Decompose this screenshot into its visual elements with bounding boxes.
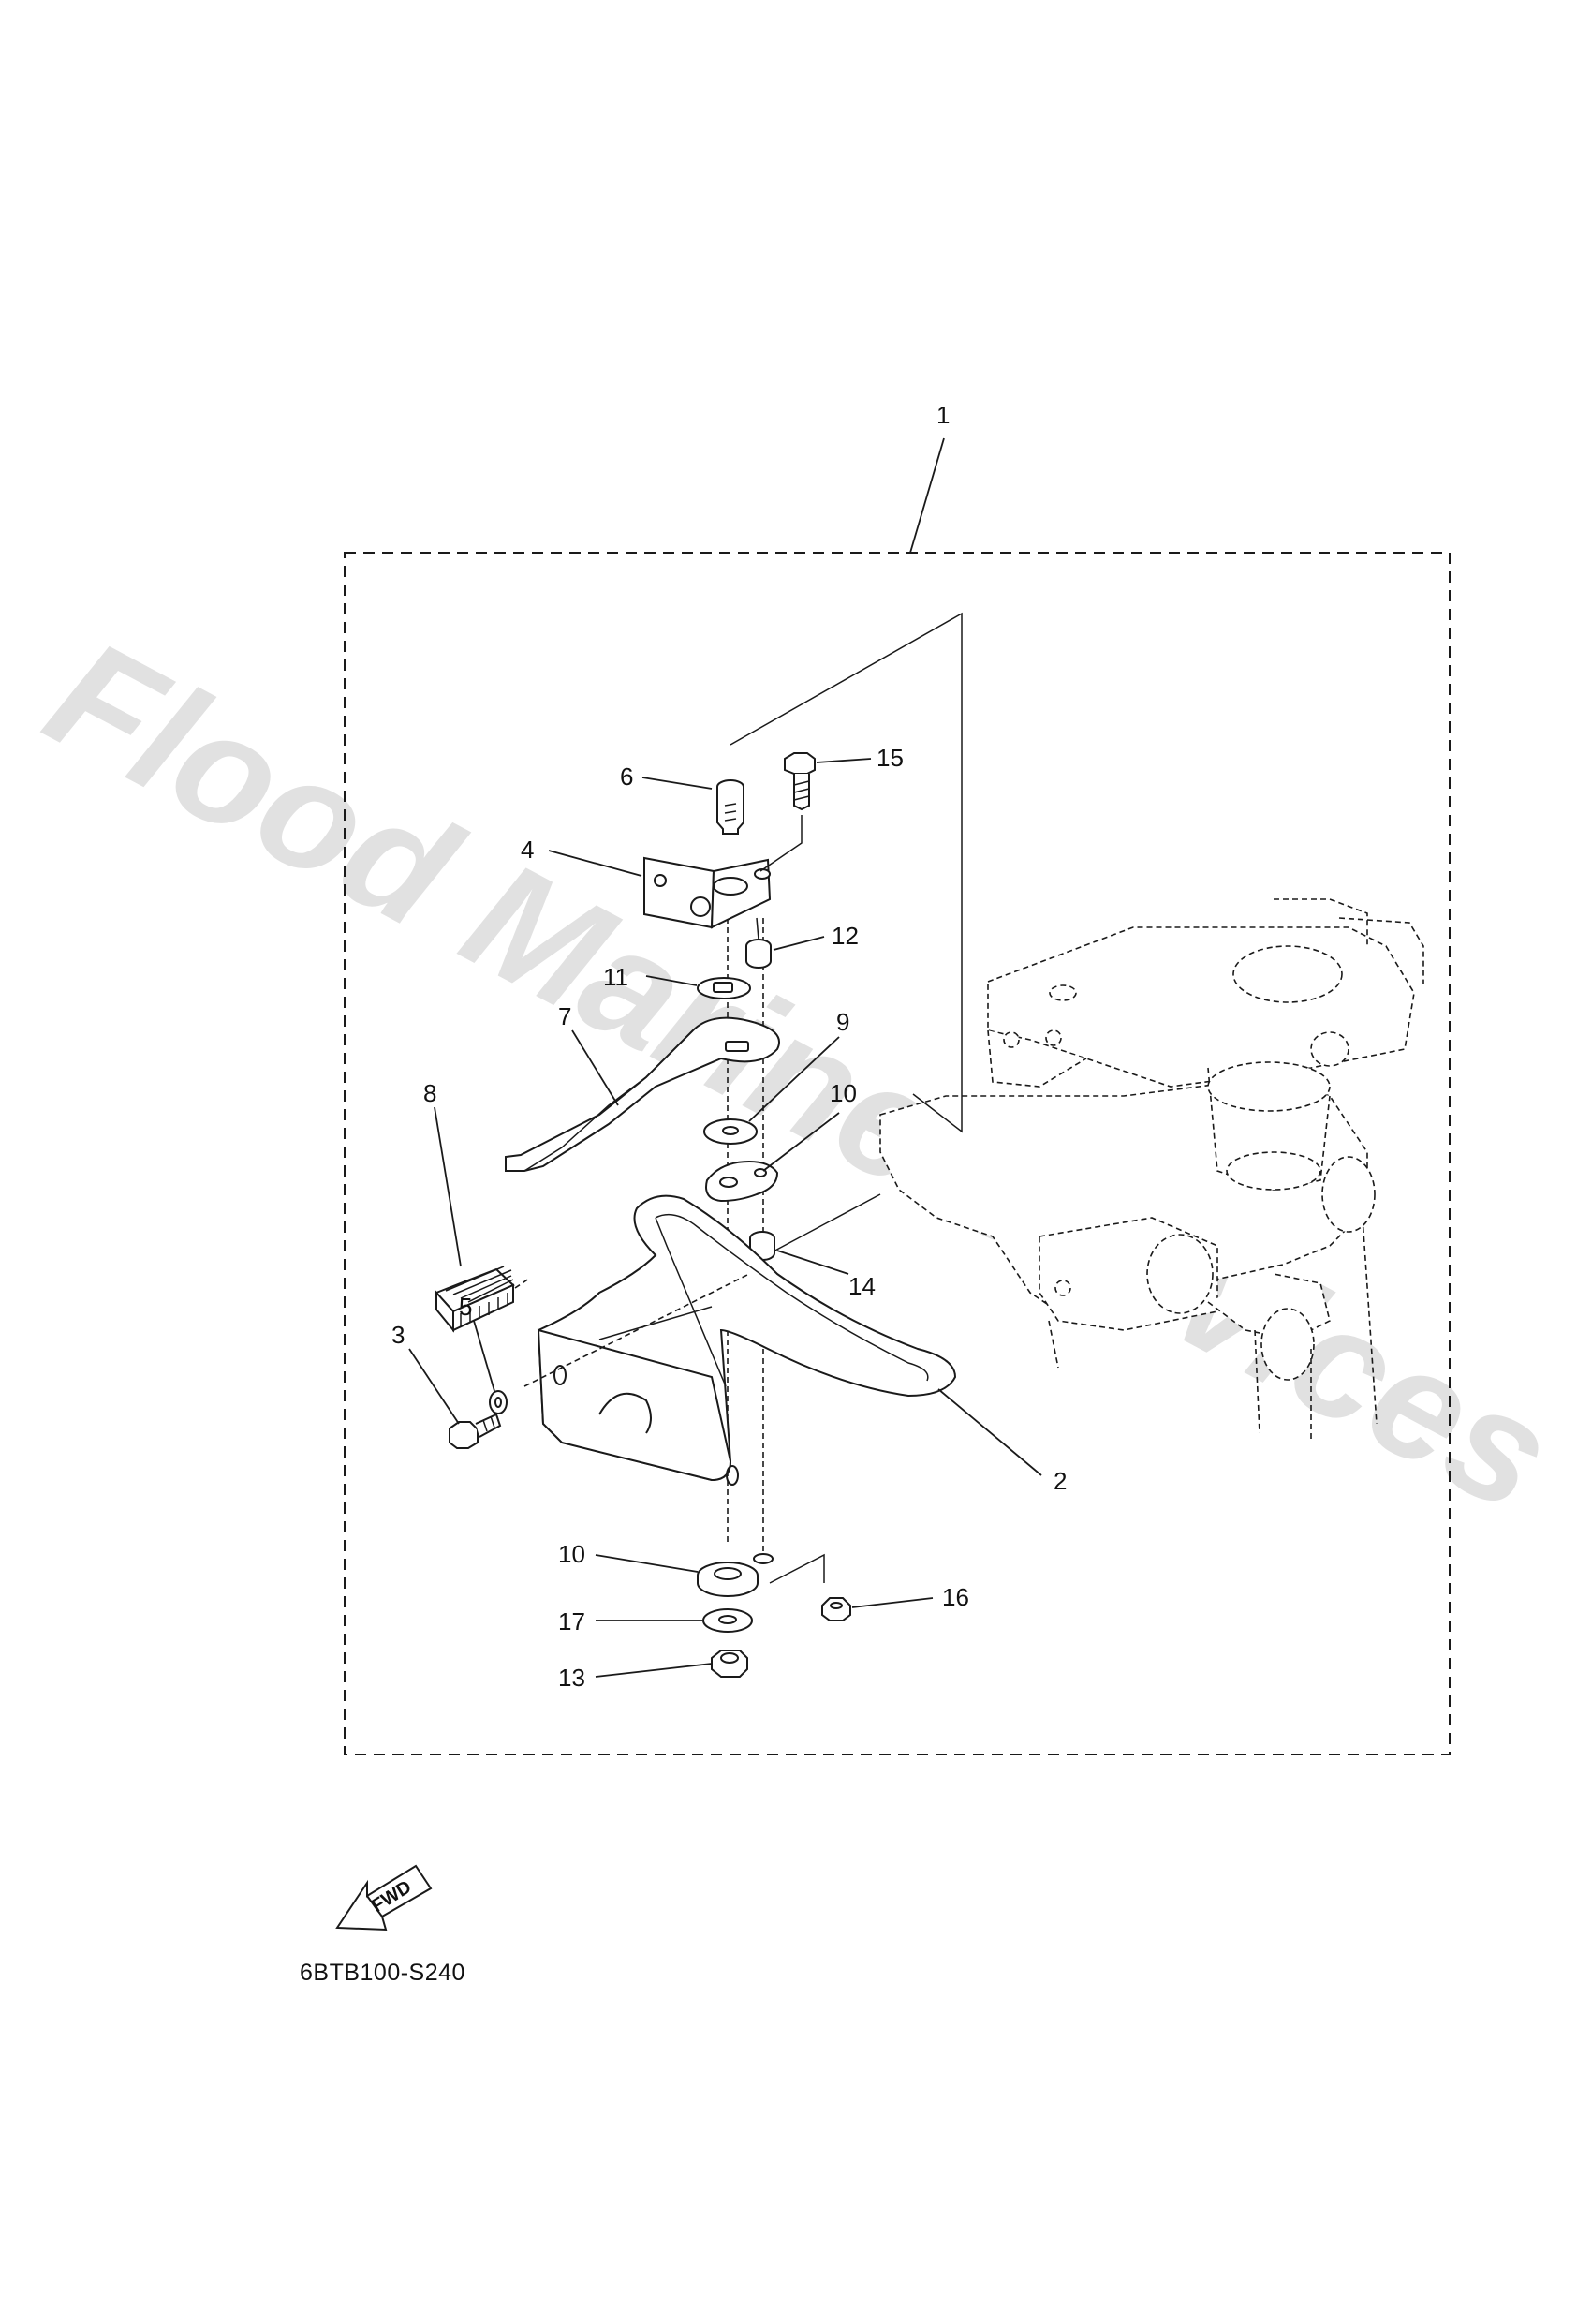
leader-10a (762, 1112, 840, 1172)
callout-14: 14 (848, 1272, 876, 1300)
callout-1: 1 (936, 401, 950, 429)
part-17-washer (702, 1608, 753, 1633)
part-3-screw (449, 1413, 502, 1449)
callout-13: 13 (558, 1664, 585, 1692)
part-8-grip (435, 1266, 515, 1333)
callout-17: 17 (558, 1607, 585, 1636)
leader-16 (851, 1597, 934, 1608)
callout-7: 7 (558, 1002, 571, 1030)
part-10-lower-washer (697, 1553, 825, 1597)
callout-5: 5 (459, 1293, 472, 1321)
assembly-group-border (344, 552, 1451, 1755)
part-10-upper-plate (705, 1160, 779, 1203)
part-2-main-bracket (523, 1194, 957, 1486)
leader-10b (595, 1554, 699, 1573)
leader-7 (571, 1029, 619, 1106)
part-4-bracket (643, 856, 772, 929)
leader-1 (909, 437, 945, 554)
fwd-direction-symbol: FWD (335, 1864, 433, 1932)
leader-5 (473, 1320, 495, 1392)
callout-6: 6 (620, 762, 633, 791)
leader-lines (408, 437, 1042, 1678)
part-5-washer (489, 1390, 508, 1414)
callout-8: 8 (423, 1079, 436, 1107)
part-9-washer (703, 1118, 758, 1145)
callout-4: 4 (521, 836, 534, 864)
leader-11 (645, 975, 698, 986)
leader-3 (408, 1348, 460, 1425)
part-11-plate (697, 977, 751, 999)
diagram-reference-code: 6BTB100-S240 (300, 1960, 465, 1986)
callout-3: 3 (391, 1321, 405, 1349)
leader-14 (776, 1250, 849, 1275)
leader-8 (434, 1106, 462, 1267)
guide-line-14 (769, 1193, 881, 1254)
callout-16: 16 (942, 1583, 969, 1611)
callout-2: 2 (1054, 1467, 1067, 1495)
callout-15: 15 (877, 744, 904, 772)
callout-11: 11 (603, 963, 628, 991)
part-15-bolt (759, 752, 816, 872)
callout-10a: 10 (830, 1079, 857, 1107)
leader-12 (773, 936, 825, 951)
leader-4 (548, 850, 642, 877)
guide-line-8 (514, 1278, 530, 1289)
part-12-collar (745, 917, 772, 969)
part-7-lever (505, 1016, 780, 1172)
callout-10b: 10 (558, 1540, 585, 1568)
callout-12: 12 (832, 922, 859, 950)
callout-9: 9 (836, 1008, 849, 1036)
engine-bracket-ghost (879, 898, 1424, 1443)
fwd-arrow-icon (335, 1864, 433, 1932)
leader-13 (595, 1663, 713, 1678)
leader-6 (641, 777, 713, 790)
part-6-pin (716, 779, 744, 835)
callout-labels: 1 2 3 4 5 6 7 8 9 10 10 11 12 13 14 15 1… (391, 401, 1067, 1692)
part-13-nut (711, 1650, 748, 1678)
leader-2 (937, 1388, 1042, 1476)
part-16-nut (821, 1597, 851, 1621)
guide-line-top (730, 612, 963, 1133)
leader-15 (816, 758, 872, 763)
leader-9 (748, 1036, 840, 1122)
